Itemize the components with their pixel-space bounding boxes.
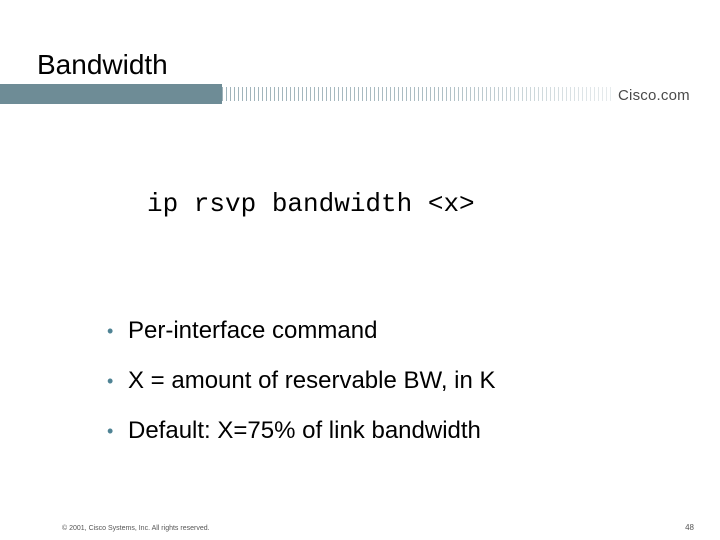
bullet-item: • Default: X=75% of link bandwidth — [107, 412, 496, 462]
bullet-text: Per-interface command — [128, 317, 378, 344]
bullet-item: • Per-interface command — [107, 312, 496, 362]
cisco-logo: Cisco.com — [618, 87, 690, 104]
bullet-icon: • — [107, 321, 114, 341]
bullet-icon: • — [107, 371, 114, 391]
header-bar-solid — [0, 84, 222, 104]
command-text: ip rsvp bandwidth <x> — [147, 189, 475, 219]
header-bar-stripes-fade — [222, 87, 612, 101]
bullet-text: X = amount of reservable BW, in K — [128, 367, 496, 394]
bullet-icon: • — [107, 421, 114, 441]
header-bar — [0, 84, 720, 104]
bullet-text: Default: X=75% of link bandwidth — [128, 417, 481, 444]
slide-title: Bandwidth — [37, 49, 168, 80]
bullet-item: • X = amount of reservable BW, in K — [107, 362, 496, 412]
footer-copyright: © 2001, Cisco Systems, Inc. All rights r… — [62, 525, 210, 532]
bullet-list: • Per-interface command • X = amount of re… — [107, 312, 496, 462]
page-number: 48 — [685, 523, 694, 532]
